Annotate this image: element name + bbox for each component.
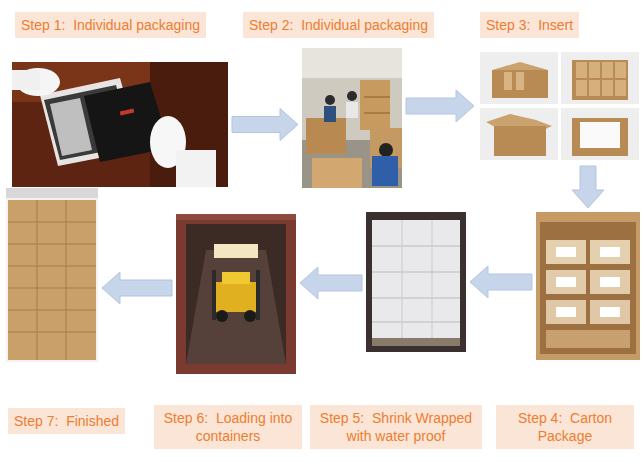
step-node: Step 2: Individual packaging xyxy=(302,48,402,188)
photo-workshop xyxy=(302,48,402,188)
step-label: Step 3: Insert xyxy=(480,12,579,38)
step-node: Step 5: Shrink Wrapped with water proof xyxy=(366,212,466,352)
step-node: Step 4: Carton Package xyxy=(536,212,640,360)
flow-arrow xyxy=(572,166,604,208)
step-label: Step 6: Loading into containers xyxy=(154,405,302,449)
step-label: Step 2: Individual packaging xyxy=(243,12,434,38)
photo-container-loading xyxy=(176,214,296,374)
flow-arrow xyxy=(470,266,532,298)
photo-finished xyxy=(6,188,98,362)
photo-carton xyxy=(536,212,640,360)
photo-shrink-wrap xyxy=(366,212,466,352)
flow-arrow xyxy=(406,90,474,122)
step-node: Step 1: Individual packaging xyxy=(12,62,228,187)
step-node: Step 6: Loading into containers xyxy=(176,214,296,374)
flow-arrow xyxy=(300,267,362,299)
step-label: Step 1: Individual packaging xyxy=(15,12,206,38)
step-label: Step 5: Shrink Wrapped with water proof xyxy=(310,405,482,449)
flow-arrow xyxy=(232,109,298,141)
photo-insert xyxy=(478,50,640,162)
step-label: Step 7: Finished xyxy=(8,408,125,434)
step-node: Step 3: Insert xyxy=(478,50,640,162)
step-node: Step 7: Finished xyxy=(6,188,98,362)
step-label: Step 4: Carton Package xyxy=(496,405,634,449)
flow-arrow xyxy=(102,272,172,304)
photo-individual-packaging xyxy=(12,62,228,187)
